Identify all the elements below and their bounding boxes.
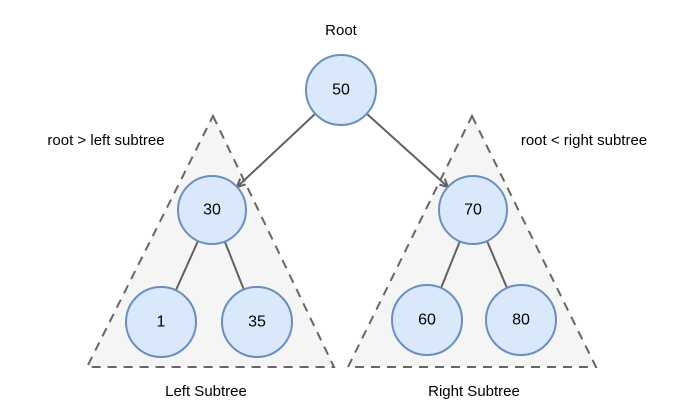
right-subtree-caption: Right Subtree	[428, 383, 520, 400]
right-child-80-node-value: 80	[512, 312, 530, 329]
edge-30-to-35	[224, 241, 245, 291]
left-subtree-annotation: root > left subtree	[47, 132, 164, 149]
left-child-35-node-circle	[221, 286, 293, 358]
edge-70-to-60	[440, 240, 461, 289]
left-root-node-circle	[177, 175, 247, 245]
root-node-circle	[305, 54, 377, 126]
root-node-value: 50	[332, 82, 350, 99]
left-child-35-node-value: 35	[248, 314, 266, 331]
right-child-60-node-value: 60	[418, 312, 436, 329]
right-child-60-node-circle	[391, 284, 463, 356]
root-label: Root	[325, 22, 358, 39]
right-root-node-value: 70	[464, 202, 482, 219]
right-root-node-circle	[438, 175, 508, 245]
left-child-1-node-circle	[125, 286, 197, 358]
right-subtree-annotation: root < right subtree	[521, 132, 647, 149]
right-child-80-node-circle	[485, 284, 557, 356]
edge-root-to-left-child	[235, 113, 316, 189]
edge-70-to-80	[486, 240, 508, 289]
left-root-node-value: 30	[203, 202, 221, 219]
left-child-1-node-value: 1	[157, 314, 166, 331]
edge-30-to-1	[175, 240, 199, 291]
left-subtree-caption: Left Subtree	[165, 383, 247, 400]
edge-root-to-right-child	[366, 113, 450, 189]
